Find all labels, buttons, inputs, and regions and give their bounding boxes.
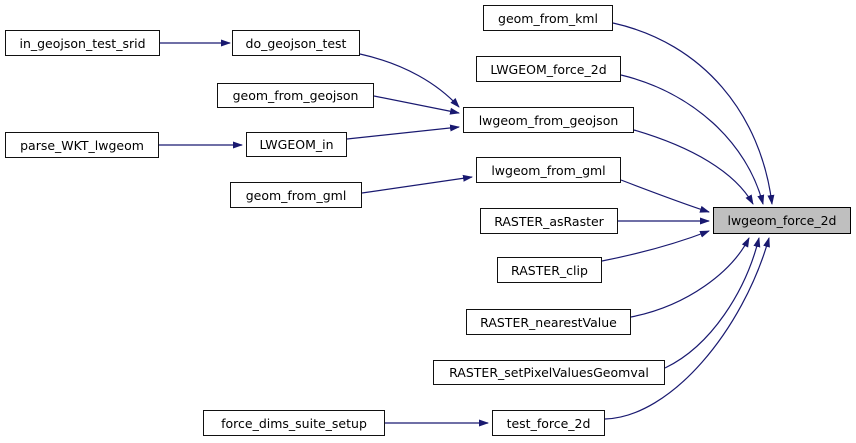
edge-lwgeom_from_gml-lwgeom_force_2d — [620, 179, 710, 213]
edge-lwgeom_from_geojson-lwgeom_force_2d — [633, 129, 754, 205]
node-raster-setpixelvaluesgeomval[interactable]: RASTER_setPixelValuesGeomval — [433, 360, 665, 385]
node-raster-asraster[interactable]: RASTER_asRaster — [480, 208, 618, 234]
node-force-dims-suite-setup[interactable]: force_dims_suite_setup — [203, 410, 385, 436]
node-do-geojson-test[interactable]: do_geojson_test — [232, 30, 360, 56]
node-raster-nearestvalue[interactable]: RASTER_nearestValue — [466, 309, 631, 335]
node-parse-wkt-lwgeom[interactable]: parse_WKT_lwgeom — [5, 132, 159, 158]
edge-RASTER_clip-lwgeom_force_2d — [601, 230, 710, 262]
edge-do_geojson_test-lwgeom_from_geojson — [359, 53, 460, 108]
node-lwgeom-in[interactable]: LWGEOM_in — [246, 132, 347, 157]
edge-RASTER_setPixelValuesGeomval-lwgeom_force_2d — [664, 237, 761, 369]
edge-test_force_2d-lwgeom_force_2d — [604, 237, 770, 420]
edge-LWGEOM_force_2d-lwgeom_force_2d — [620, 74, 765, 205]
node-lwgeom-force-2d-caps[interactable]: LWGEOM_force_2d — [476, 56, 621, 82]
node-lwgeom-from-gml[interactable]: lwgeom_from_gml — [476, 157, 621, 183]
node-lwgeom-force-2d-target: lwgeom_force_2d — [713, 207, 851, 234]
edge-geom_from_kml-lwgeom_force_2d — [612, 22, 775, 205]
edge-geom_from_geojson-lwgeom_from_geojson — [373, 95, 460, 115]
node-raster-clip[interactable]: RASTER_clip — [497, 257, 602, 283]
node-geom-from-kml[interactable]: geom_from_kml — [483, 5, 613, 31]
edge-RASTER_nearestValue-lwgeom_force_2d — [630, 237, 750, 318]
node-test-force-2d[interactable]: test_force_2d — [492, 410, 605, 436]
edge-geom_from_gml-lwgeom_from_gml — [361, 174, 473, 194]
node-lwgeom-from-geojson[interactable]: lwgeom_from_geojson — [463, 107, 634, 133]
node-in-geojson-test-srid[interactable]: in_geojson_test_srid — [5, 30, 160, 56]
node-geom-from-geojson[interactable]: geom_from_geojson — [217, 83, 374, 108]
node-geom-from-gml[interactable]: geom_from_gml — [230, 182, 362, 208]
edge-LWGEOM_in-lwgeom_from_geojson — [346, 124, 460, 140]
